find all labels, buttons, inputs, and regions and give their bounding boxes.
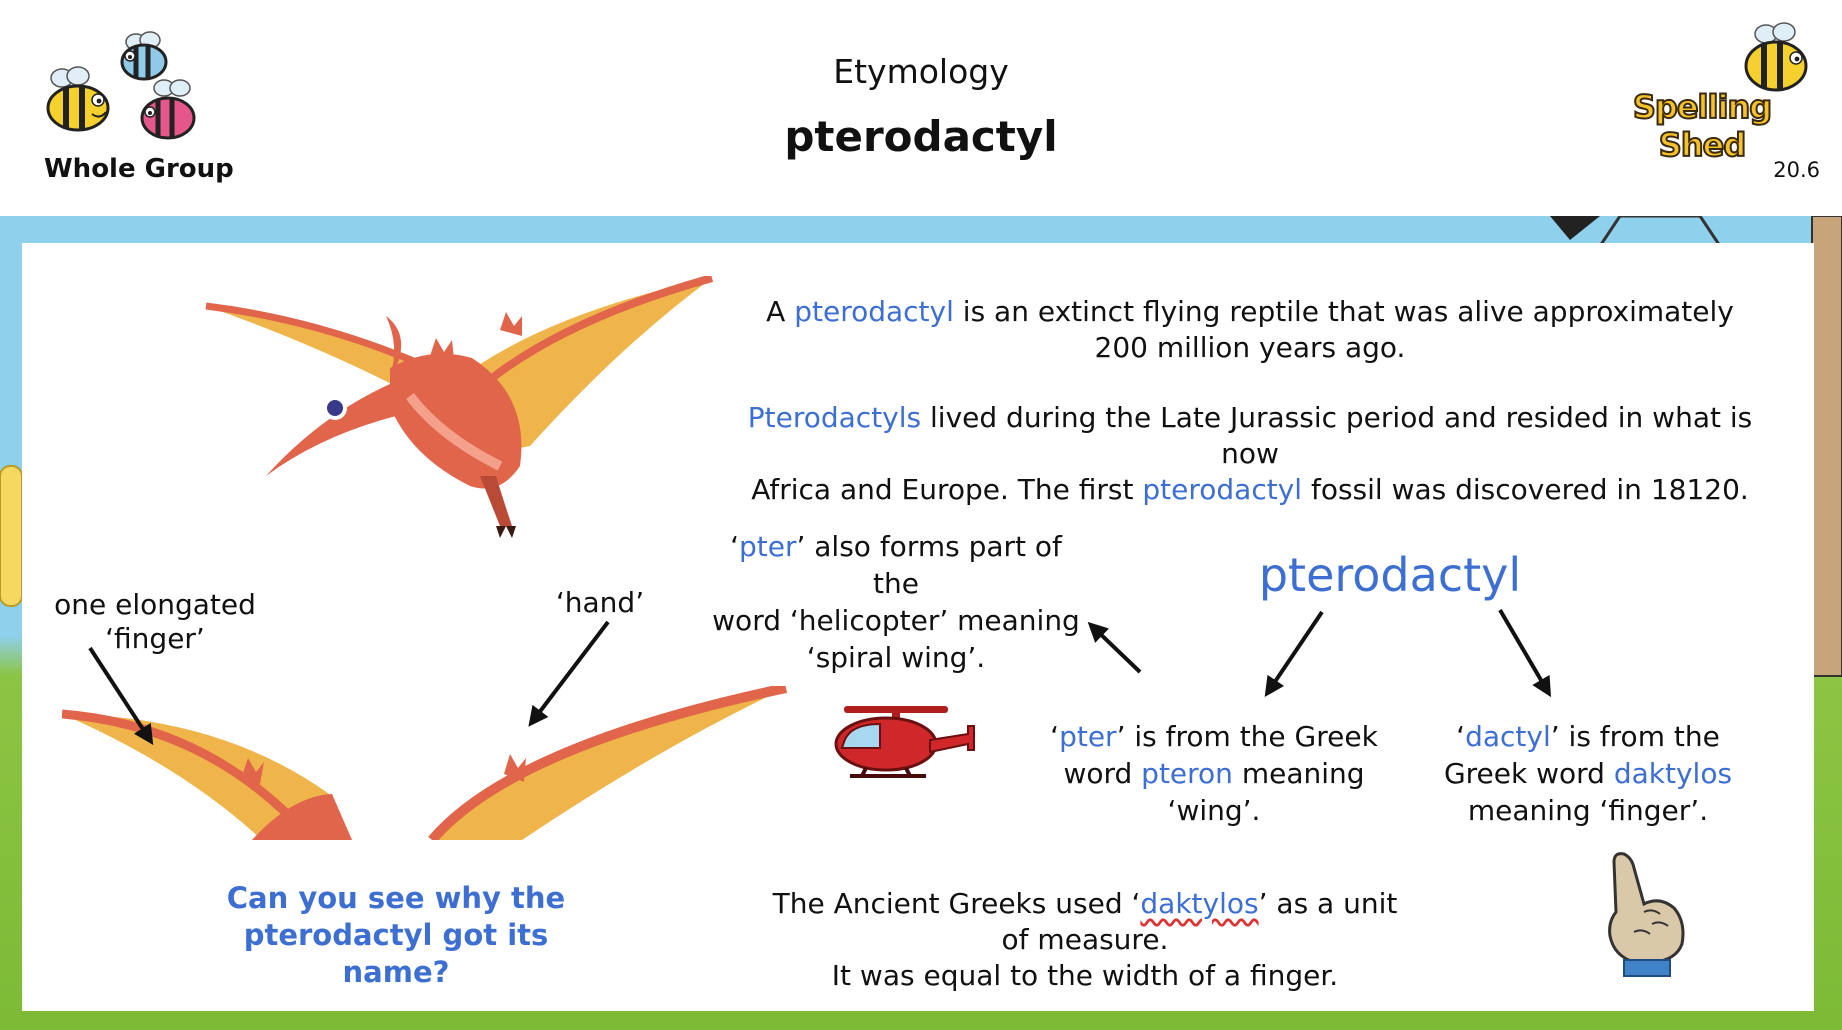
pointing-finger-icon <box>1608 852 1685 977</box>
helicopter-icon <box>834 706 975 778</box>
greek-word: daktylos <box>1613 757 1733 790</box>
question-line-1: Can you see why the <box>226 881 566 915</box>
arrow-pter <box>1264 610 1324 697</box>
brand-logo: Spelling Shed <box>1632 87 1773 165</box>
morpheme: pter <box>1059 720 1117 753</box>
group-label: Whole Group <box>44 154 234 184</box>
note-text: Greek word <box>1443 757 1614 790</box>
intro-text: Africa and Europe. The first <box>751 473 1143 506</box>
wing-closeup-illustration <box>62 686 788 840</box>
discussion-question: Can you see why the pterodactyl got its … <box>196 880 596 991</box>
bee-icon <box>46 31 196 140</box>
arrow-helicopter <box>1087 621 1142 674</box>
note-text: meaning ‘finger’. <box>1467 794 1709 827</box>
background-decoration <box>0 216 1842 677</box>
intro-text: lived during the Late Jurassic period an… <box>921 401 1753 470</box>
keyword: pterodactyl <box>794 295 954 328</box>
page-title: pterodactyl <box>784 112 1058 161</box>
subject-label: Etymology <box>833 52 1009 91</box>
note-text: ‘spiral wing’. <box>806 641 986 674</box>
lesson-version: 20.6 <box>1773 158 1820 182</box>
header-bar: Whole Group Etymology pterodactyl Spelli… <box>0 0 1842 216</box>
measure-text: It was equal to the width of a finger. <box>831 959 1339 992</box>
content-card <box>22 243 1814 1011</box>
word-breakdown-title: pterodactyl <box>1258 548 1522 602</box>
pterodactyl-illustration <box>205 276 714 538</box>
measure-text: The Ancient Greeks used ‘ <box>772 887 1141 920</box>
dactyl-note: ‘dactyl’ is from the Greek word daktylos… <box>1430 718 1746 829</box>
intro-text: 200 million years ago. <box>1094 331 1406 364</box>
greek-word: pteron <box>1141 757 1233 790</box>
helicopter-note: ‘pter’ also forms part of the word ‘heli… <box>706 528 1086 676</box>
finger-label-line-2: ‘finger’ <box>105 622 205 655</box>
hand-label: ‘hand’ <box>555 586 645 619</box>
intro-text: is an extinct flying reptile that was al… <box>953 295 1734 328</box>
measure-note: The Ancient Greeks used ‘daktylos’ as a … <box>770 886 1400 994</box>
note-text: ’ also forms part of the <box>796 530 1062 600</box>
note-text: ’ is from the <box>1550 720 1720 753</box>
measure-text: ’ as a unit of measure. <box>1001 887 1398 956</box>
quote: ‘ <box>1456 720 1466 753</box>
quote: ‘ <box>730 530 739 563</box>
intro-paragraph-1: A pterodactyl is an extinct flying repti… <box>760 294 1740 366</box>
note-text: meaning ‘wing’. <box>1167 757 1365 827</box>
note-text: word <box>1063 757 1142 790</box>
arrow-finger <box>88 646 154 746</box>
arrow-dactyl <box>1498 608 1552 698</box>
keyword: pterodactyl <box>1142 473 1303 506</box>
morpheme: pter <box>738 530 797 563</box>
quote: ‘ <box>1050 720 1060 753</box>
finger-label: one elongated ‘finger’ <box>52 588 258 656</box>
question-line-2: pterodactyl got its name? <box>243 918 549 989</box>
note-text: ’ is from the Greek <box>1116 720 1378 753</box>
intro-text: fossil was discovered in 18120. <box>1302 473 1749 506</box>
arrow-hand <box>528 620 610 727</box>
intro-paragraph-2: Pterodactyls lived during the Late Juras… <box>740 400 1760 508</box>
morpheme: dactyl <box>1465 720 1551 753</box>
note-text: word ‘helicopter’ meaning <box>712 604 1080 637</box>
bee-icon <box>1744 22 1808 92</box>
finger-label-line-1: one elongated <box>54 588 256 621</box>
greek-word: daktylos <box>1140 887 1259 920</box>
keyword: Pterodactyls <box>747 401 922 434</box>
pter-note: ‘pter’ is from the Greek word pteron mea… <box>1016 718 1412 829</box>
intro-text: A <box>766 295 795 328</box>
